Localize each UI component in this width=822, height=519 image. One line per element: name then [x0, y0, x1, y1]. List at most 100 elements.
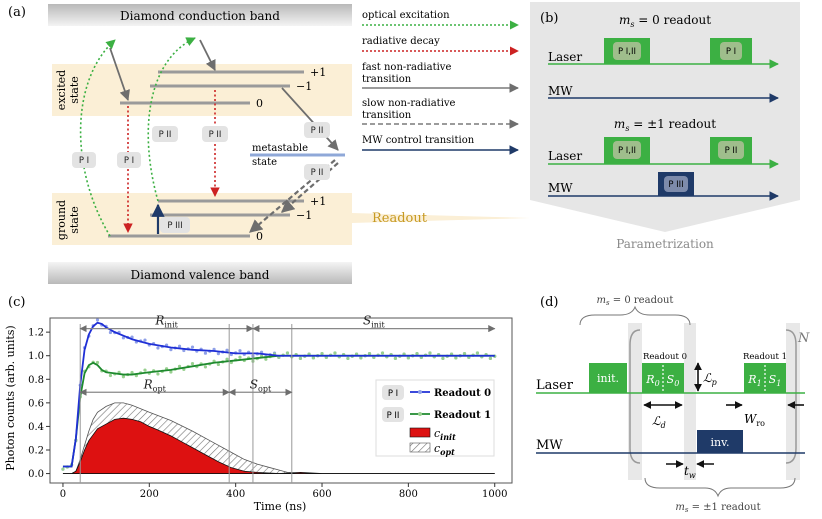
x-tick-label-800: 800: [399, 489, 418, 500]
readout0-point-16: [130, 335, 134, 339]
fast-relaxation-arrow-1: [109, 47, 130, 102]
readout1-point-80: [406, 356, 410, 360]
excited-plus1-label: +1: [310, 66, 326, 79]
annotation-label-R_init: Rinit: [154, 314, 178, 330]
mw-label-d: MW: [536, 438, 563, 453]
pill-pIII: [160, 217, 190, 233]
pill-pI-2: [117, 152, 141, 168]
readout1-point-69: [359, 356, 363, 360]
legend-tag-0: [382, 385, 404, 400]
annotation-sub-S_opt: opt: [258, 384, 272, 393]
pulse-tag-1a-text: P I,II: [618, 47, 636, 57]
legend-sub-cinit: init: [440, 432, 456, 442]
top-brace-label: ms = 0 readout: [597, 295, 674, 307]
x-tick-label-0: 0: [60, 489, 66, 500]
y-tick-label-1.0: 1.0: [28, 351, 44, 362]
mw-label-2: MW: [548, 181, 573, 195]
readout1-point-19: [143, 368, 147, 372]
readout0-point-38: [225, 348, 229, 352]
conduction-band: [48, 4, 352, 26]
pill-pI-1: [72, 152, 96, 168]
y-tick-label-0.2: 0.2: [28, 446, 44, 457]
panel-d-label: (d): [540, 295, 558, 310]
readout0-point-8: [95, 318, 100, 322]
readout1-point-25: [169, 370, 173, 374]
legend-label-1: Readout 1: [434, 410, 491, 421]
x-tick-label-1000: 1000: [482, 489, 507, 500]
conduction-band-label: Diamond conduction band: [120, 9, 280, 23]
readout1-point-8: [95, 360, 100, 365]
annotation-sub-R_opt: opt: [153, 384, 167, 393]
readout0-line: [62, 321, 495, 468]
mw-pulse-tag-text: P III: [668, 180, 683, 190]
readout1-point-88: [441, 356, 445, 360]
readout1-point-66: [346, 356, 350, 360]
ground-zero-label: 0: [256, 230, 263, 243]
pulse-tag-1b-text: P I: [726, 47, 736, 57]
laser-label-2: Laser: [548, 149, 582, 163]
valence-band: [48, 262, 352, 284]
pulse-tag-1b: [720, 42, 742, 60]
readout1-point-77: [393, 356, 398, 360]
ground-plus1-label: +1: [310, 195, 326, 208]
inversion-pulse: [697, 430, 743, 453]
readout1-point-30: [190, 362, 195, 366]
x-tick-label-200: 200: [140, 489, 159, 500]
pill-pII-4-text: P II: [311, 168, 324, 178]
y-tick-label-1.2: 1.2: [28, 328, 44, 339]
laser-label-d: Laser: [536, 378, 574, 393]
y-axis-label: Photon counts (arb. units): [4, 325, 17, 470]
readout0-point-41: [238, 349, 242, 353]
optical-excitation-arrow-2: [147, 37, 196, 202]
readout1-point-16: [130, 370, 134, 375]
guide-band-1: [628, 323, 642, 480]
repeat-bracket-right: [785, 329, 797, 464]
readout1-point-55: [298, 356, 303, 360]
readout-label: Readout: [372, 211, 428, 226]
readout0-point-22: [156, 346, 160, 350]
pulse-tag-2b: [718, 141, 744, 159]
legend-swatch-cinit: [409, 427, 431, 438]
guide-band-2: [684, 323, 696, 480]
legend-radiative-decay: radiative decay: [362, 36, 440, 47]
legend-tag-text-0: P I: [388, 389, 398, 399]
panel-a-label: (a): [8, 5, 26, 20]
readout1-point-22: [156, 372, 160, 376]
legend-optical-excitation: optical excitation: [362, 10, 450, 21]
readout1-point-60: [320, 351, 324, 356]
bottom-brace-label: ms = ±1 readout: [675, 502, 760, 514]
repeat-count-N: N: [797, 331, 810, 346]
legend-label-0: Readout 0: [434, 388, 491, 399]
readout1-point-38: [225, 357, 229, 361]
pill-pII-1-text: P II: [159, 130, 172, 140]
panel-d: (d) ms = 0 readout ms = ±1 readout N Las…: [536, 295, 810, 514]
y-tick-label-0.8: 0.8: [28, 375, 44, 386]
panel-a: (a) Diamond conduction band Diamond vale…: [8, 4, 530, 284]
panel-c-label: (c): [8, 295, 25, 310]
ms0-readout-title: ms = 0 readout: [619, 13, 711, 29]
init-pulse: [589, 363, 627, 393]
x-tick-label-400: 400: [226, 489, 245, 500]
fast-relaxation-arrow-2: [199, 39, 216, 71]
readout1-point-96: [475, 351, 480, 355]
readout1-point-41: [238, 355, 242, 359]
readout1-point-82: [415, 351, 419, 356]
pill-pII-2: [202, 126, 228, 142]
panel-c: (c) Photon counts (arb. units) Time (ns)…: [4, 295, 513, 513]
readout1-point-14: [121, 375, 126, 379]
pulse-tag-2a: [613, 141, 641, 159]
readout1-point-11: [108, 373, 113, 378]
readout1-point-33: [203, 365, 208, 369]
readout1-point-47: [264, 357, 268, 361]
x-tick-label-600: 600: [312, 489, 331, 500]
readout1-point-93: [462, 351, 467, 356]
valence-band-label: Diamond valence band: [131, 268, 270, 282]
y-tick-label-0.6: 0.6: [28, 398, 44, 409]
readout1-label: Readout 1: [743, 352, 787, 362]
readout0-point-25: [169, 348, 173, 352]
pulse-tag-2b-text: P II: [725, 146, 738, 156]
y-tick-label-0.0: 0.0: [28, 469, 44, 480]
parametrization-label: Parametrization: [616, 237, 714, 251]
